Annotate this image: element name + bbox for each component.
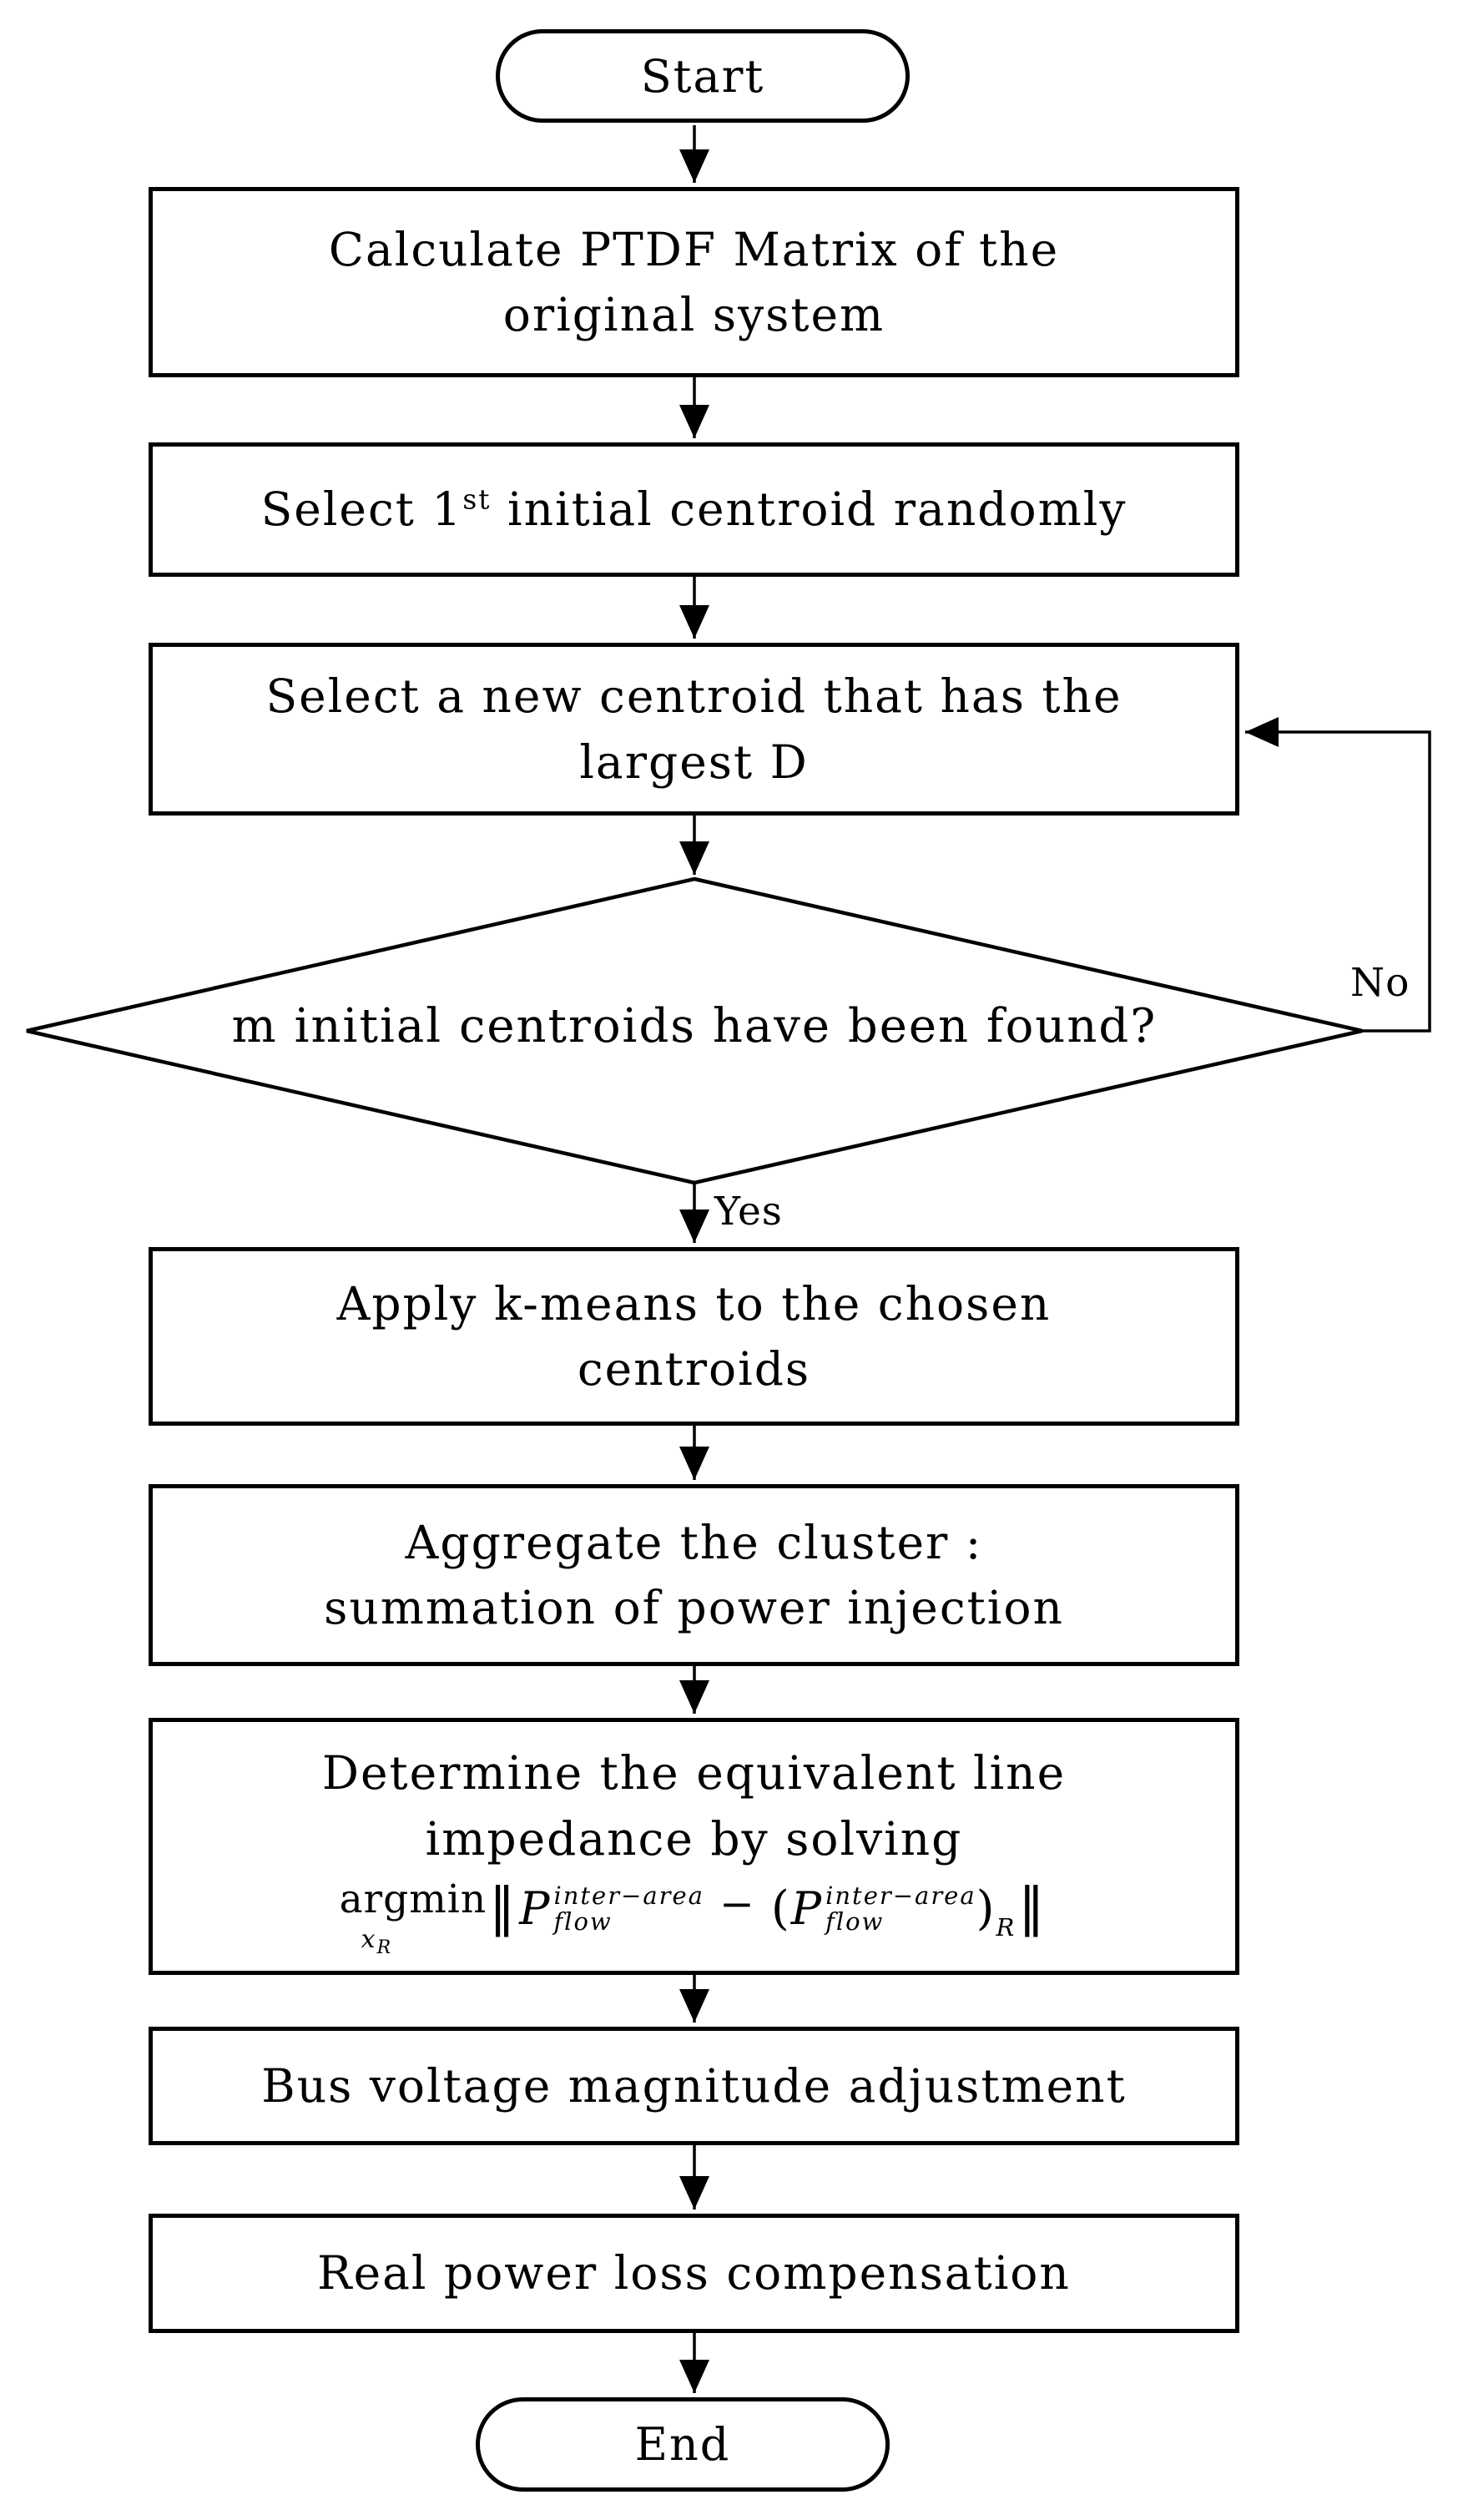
select-first-suffix: initial centroid randomly — [491, 482, 1128, 537]
terminal-start: Start — [496, 29, 910, 123]
argmin-sub-var: x — [361, 1924, 377, 1954]
process-determine-impedance: Determine the equivalent line impedance … — [149, 1718, 1239, 1975]
decision-question-label: m initial centroids have been found? — [231, 999, 1158, 1053]
p-scripts: inter−area flow — [553, 1881, 704, 1937]
text-line: Aggregate the cluster : — [405, 1515, 983, 1569]
paren-close: )R — [976, 1886, 1017, 1940]
text-line: Select a new centroid that has the — [265, 669, 1123, 724]
text-line: original system — [502, 288, 885, 341]
p-superscript: inter−area — [553, 1881, 704, 1910]
text-line: Select 1st initial centroid randomly — [261, 477, 1128, 542]
process-bus-voltage-adjustment: Bus voltage magnitude adjustment — [149, 2027, 1239, 2145]
p-term-reduced: P inter−area flow — [790, 1881, 976, 1937]
p-subscript: flow — [825, 1907, 885, 1937]
terminal-end: End — [476, 2397, 890, 2492]
edge-label-no: No — [1350, 960, 1410, 1006]
process-loss-compensation: Real power loss compensation — [149, 2214, 1239, 2333]
paren-open: ( — [770, 1881, 791, 1937]
p-superscript: inter−area — [825, 1881, 976, 1910]
text-line: Real power loss compensation — [317, 2246, 1071, 2300]
text-line: impedance by solving — [425, 1811, 963, 1866]
connector-no-loop — [1245, 717, 1431, 1033]
text-line: Calculate PTDF Matrix of the — [328, 222, 1060, 276]
edge-label-yes: Yes — [714, 1189, 783, 1235]
paren-subscript: R — [996, 1913, 1017, 1942]
text-line: centroids — [577, 1342, 811, 1396]
norm-bar-open: ‖ — [489, 1876, 517, 1938]
text-line: Apply k-means to the chosen — [336, 1276, 1052, 1331]
end-label: End — [634, 2418, 731, 2471]
text-line: Determine the equivalent line — [321, 1746, 1067, 1800]
process-calculate-ptdf: Calculate PTDF Matrix of the original sy… — [149, 187, 1239, 377]
paren-close-glyph: ) — [976, 1881, 996, 1937]
minus-operator: − — [719, 1880, 756, 1929]
process-aggregate-cluster: Aggregate the cluster : summation of pow… — [149, 1484, 1239, 1666]
argmin-subscript: xR — [361, 1924, 393, 1957]
process-select-first-centroid: Select 1st initial centroid randomly — [149, 442, 1239, 577]
p-symbol: P — [790, 1882, 824, 1936]
process-select-new-centroid: Select a new centroid that has the large… — [149, 643, 1239, 816]
argmin-operator: argmin xR — [339, 1876, 487, 1957]
argmin-sub-sub: R — [376, 1937, 393, 1958]
select-first-prefix: Select 1 — [260, 482, 463, 537]
impedance-formula: argmin xR ‖ P inter−area flow − ( P inte… — [339, 1876, 1049, 1957]
p-subscript: flow — [553, 1907, 613, 1937]
text-line: summation of power injection — [324, 1581, 1064, 1634]
argmin-text: argmin — [339, 1876, 487, 1922]
text-line: largest D — [579, 735, 809, 789]
text-line: Bus voltage magnitude adjustment — [261, 2058, 1127, 2113]
p-scripts: inter−area flow — [825, 1881, 976, 1937]
p-symbol: P — [519, 1882, 552, 1936]
norm-bar-close: ‖ — [1018, 1876, 1047, 1938]
process-apply-kmeans: Apply k-means to the chosen centroids — [149, 1247, 1239, 1426]
select-first-ordinal-sup: st — [462, 483, 492, 517]
p-term-original: P inter−area flow — [519, 1881, 704, 1937]
start-label: Start — [640, 49, 765, 103]
